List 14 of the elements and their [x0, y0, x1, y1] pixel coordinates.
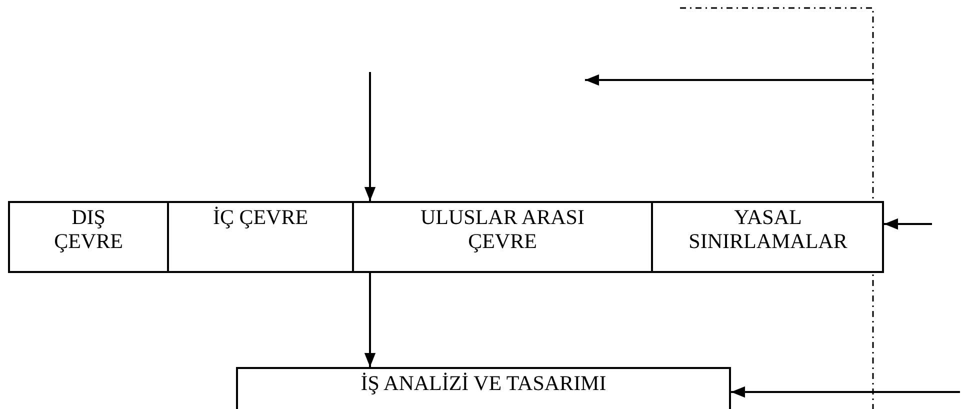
node-label: ULUSLAR ARASI ÇEVRE — [420, 205, 586, 253]
table-cell — [352, 201, 653, 273]
arrow — [731, 386, 960, 398]
node-label: İÇ ÇEVRE — [212, 205, 310, 229]
arrow — [364, 273, 376, 367]
process-box — [236, 367, 731, 409]
node-label: YASAL SINIRLAMALAR — [688, 205, 848, 253]
table-cell — [651, 201, 884, 273]
arrow — [364, 72, 376, 201]
node-label: İŞ ANALİZİ VE TASARIMI — [360, 371, 608, 395]
table-cell — [167, 201, 354, 273]
node-label: DIŞ ÇEVRE — [53, 205, 124, 253]
arrow — [884, 218, 932, 230]
table-cell — [8, 201, 169, 273]
